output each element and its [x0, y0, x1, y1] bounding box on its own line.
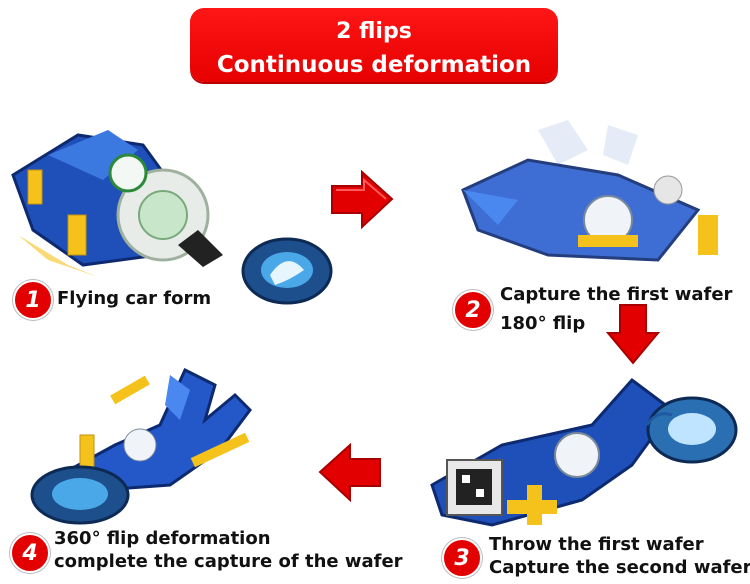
step-4-line-2: complete the capture of the wafer: [54, 551, 403, 572]
step-2-badge: 2: [453, 290, 493, 330]
complete-capture-image: [30, 367, 252, 525]
step-2-caption: Capture the first wafer 180° flip: [500, 284, 732, 335]
step-4-caption: 360° flip deformation complete the captu…: [54, 528, 403, 573]
step-2-number: 2: [465, 297, 481, 323]
step-3-number: 3: [454, 545, 470, 571]
banner-line-2: Continuous deformation: [216, 52, 532, 78]
step-2-line-2: 180° flip: [500, 313, 586, 334]
step-4-number: 4: [22, 540, 38, 566]
title-banner: 2 flips Continuous deformation: [190, 8, 558, 82]
flying-car-form-image: [11, 130, 223, 277]
step-4-badge: 4: [10, 533, 50, 573]
step-1-line-1: Flying car form: [57, 288, 212, 309]
step-2-line-1: Capture the first wafer: [500, 284, 733, 305]
step-3-line-2: Capture the second wafer: [489, 557, 750, 578]
wafer-disc-image: [241, 237, 333, 305]
step-1-badge: 1: [13, 280, 53, 320]
banner-line-1: 2 flips: [336, 19, 412, 44]
step-4-line-1: 360° flip deformation: [54, 528, 271, 549]
step-3-line-1: Throw the first wafer: [489, 534, 704, 555]
capture-first-wafer-image: [461, 120, 718, 262]
step-1-number: 1: [25, 287, 41, 313]
step-1-caption: Flying car form: [57, 288, 211, 310]
throw-first-wafer-image: [430, 377, 738, 527]
arrow-right-icon: [331, 169, 394, 230]
step-3-badge: 3: [442, 538, 482, 578]
arrow-left-icon: [318, 442, 381, 503]
arrow-down-icon: [605, 304, 661, 365]
step-3-caption: Throw the first wafer Capture the second…: [489, 534, 750, 579]
